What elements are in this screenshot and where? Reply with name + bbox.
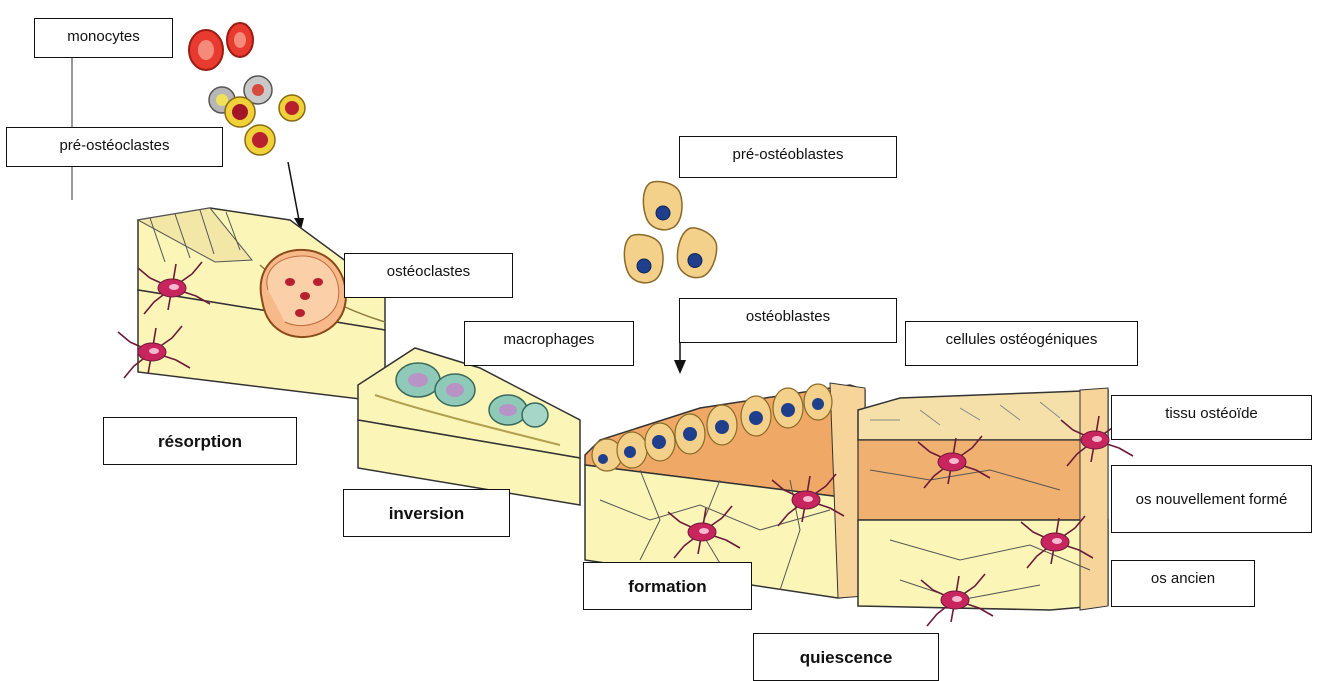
phase-resorption: résorption (103, 417, 297, 465)
label-monocytes: monocytes (34, 18, 173, 58)
label-osteoid-tissue: tissu ostéoïde (1111, 395, 1312, 440)
label-pre-osteoclasts: pré-ostéoclastes (6, 127, 223, 167)
label-macrophages: macrophages (464, 321, 634, 366)
phase-inversion: inversion (343, 489, 510, 537)
phase-quiescence: quiescence (753, 633, 939, 681)
quiescence-block (858, 388, 1133, 626)
inversion-block (358, 348, 580, 505)
resorption-block (118, 208, 385, 402)
label-pre-osteoblasts: pré-ostéoblastes (679, 136, 897, 178)
label-osteoblasts: ostéoblastes (679, 298, 897, 343)
monocyte-cells (189, 23, 253, 70)
osteoclast-cell (261, 250, 346, 337)
label-osteoclasts: ostéoclastes (344, 253, 513, 298)
label-osteogenic-cells: cellules ostéogéniques (905, 321, 1138, 366)
pre-osteoclast-cells (209, 76, 305, 155)
label-old-bone: os ancien (1111, 560, 1255, 607)
phase-formation: formation (583, 562, 752, 610)
pre-osteoblast-cells (624, 181, 721, 282)
label-new-bone: os nouvellement formé (1111, 465, 1312, 533)
